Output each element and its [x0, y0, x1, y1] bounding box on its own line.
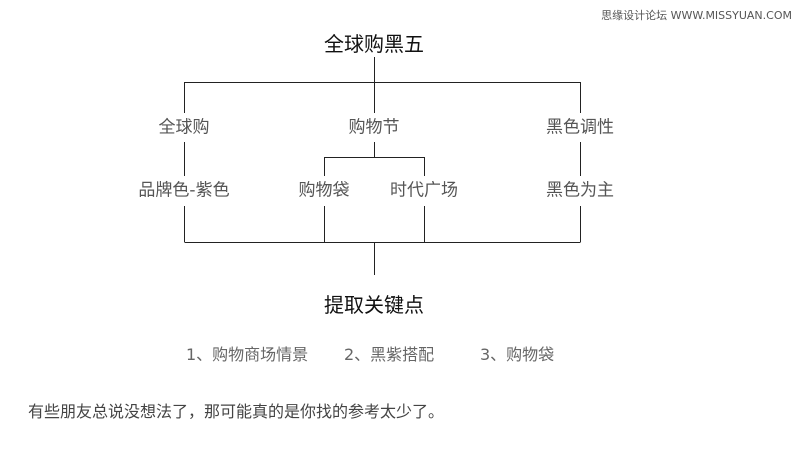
leaf-black-dominant: 黑色为主: [546, 180, 614, 201]
conclusion-title: 提取关键点: [324, 293, 424, 317]
branch-black-tone: 黑色调性: [546, 117, 614, 138]
branch-global-shopping: 全球购: [158, 117, 210, 138]
leaf-times-square: 时代广场: [390, 180, 458, 201]
diagram-title: 全球购黑五: [324, 32, 424, 56]
watermark-text: 思缘设计论坛 WWW.MISSYUAN.COM: [601, 9, 792, 22]
key-point-1: 1、购物商场情景: [186, 345, 309, 364]
branch-shopping-festival: 购物节: [348, 117, 400, 138]
caption-text: 有些朋友总说没想法了，那可能真的是你找的参考太少了。: [28, 402, 445, 421]
key-point-3: 3、购物袋: [480, 345, 555, 364]
key-point-2: 2、黑紫搭配: [344, 345, 435, 364]
leaf-shopping-bag: 购物袋: [298, 180, 350, 201]
leaf-brand-color-purple: 品牌色-紫色: [138, 180, 230, 201]
key-points-list: 1、购物商场情景 2、黑紫搭配 3、购物袋: [186, 341, 554, 365]
